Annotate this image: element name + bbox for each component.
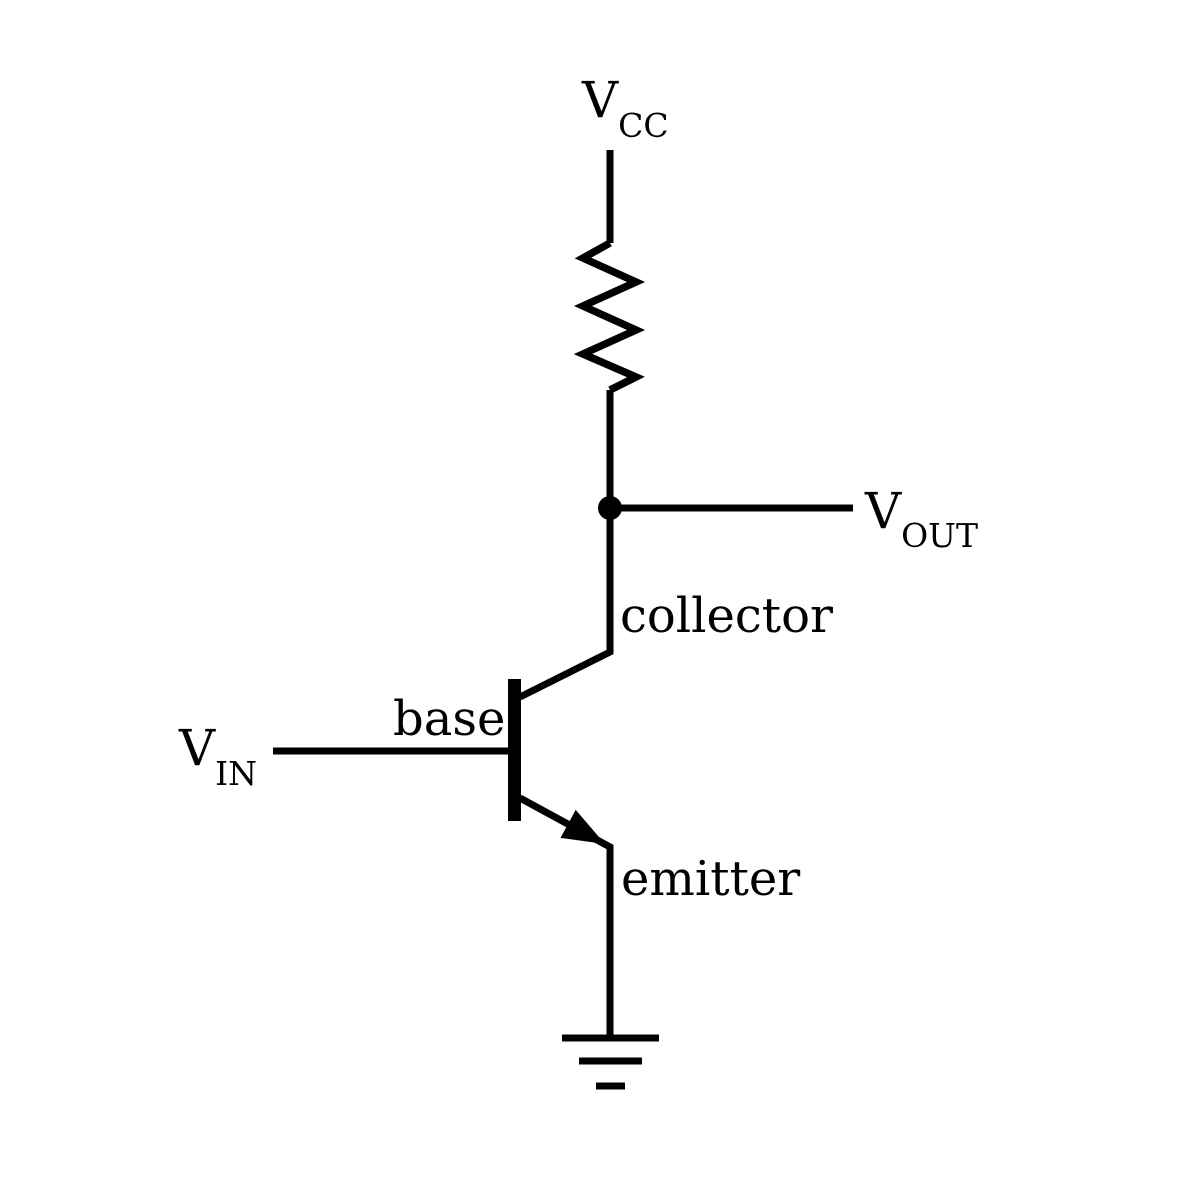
emitter-arrow-icon xyxy=(560,809,605,844)
vin-label-main: V xyxy=(178,719,216,777)
transistor-base-bar-icon xyxy=(508,679,521,821)
vin-label-sub: IN xyxy=(215,754,257,793)
emitter-label: emitter xyxy=(621,851,800,907)
collector-label: collector xyxy=(620,588,833,644)
vcc-label-sub: CC xyxy=(618,106,669,145)
emitter-wire xyxy=(518,794,614,1038)
collector-wire xyxy=(518,508,614,701)
ground-icon xyxy=(562,1034,659,1090)
vout-label-sub: OUT xyxy=(901,516,978,555)
vout-label-main: V xyxy=(864,482,902,540)
vout-label: VOUT xyxy=(864,482,978,555)
resistor-icon xyxy=(573,239,646,394)
base-label: base xyxy=(393,691,505,747)
vin-label: VIN xyxy=(178,719,257,793)
vcc-label: VCC xyxy=(581,71,669,145)
vcc-label-main: V xyxy=(581,71,619,129)
